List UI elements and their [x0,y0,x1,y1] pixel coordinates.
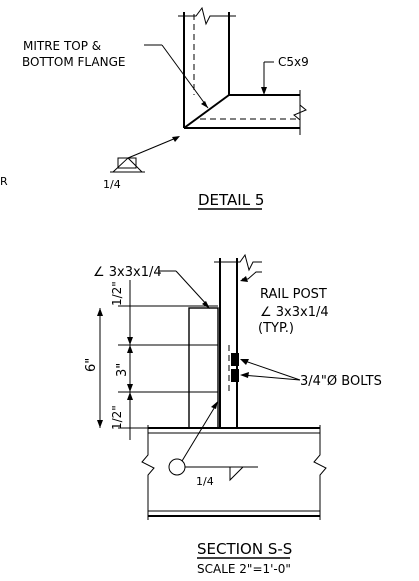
bolt-leader-arrow-upper [240,359,249,365]
dim-arrow-a [127,337,133,345]
edge-fragment-text: R [0,175,8,188]
weld-size-detail5: 1/4 [103,178,121,191]
rail-post-label-line1: RAIL POST [260,287,327,302]
detail-5-title: DETAIL 5 [198,191,264,209]
bolt-leader-lower [241,374,301,381]
rail-post-leader-arrow [240,276,248,282]
weld-flag-box [117,157,137,169]
channel-leader-arrow [261,87,267,95]
dim-overall-arrow-bottom [97,420,103,428]
angle-leader-arrow [202,301,210,309]
break-mark-right [293,90,307,135]
angle-leader [175,270,209,307]
beam-break-left [141,425,155,520]
mitre-leader-arrow [201,101,208,108]
detail-5: MITRE TOP & BOTTOM FLANGE C5x9 1/4 DETAI… [22,6,309,210]
dim-overall: 6" [84,358,99,372]
weld-size-section: 1/4 [196,475,214,488]
dim-overall-arrow-top [97,308,103,316]
bolt-upper [231,353,239,366]
channel-label: C5x9 [278,55,309,69]
section-weld-fillet [229,466,244,482]
rail-post-break-mark [214,253,262,272]
bolt-lower [231,369,239,382]
section-scale: SCALE 2"=1'-0" [197,562,291,576]
dim-arrow-c [127,345,133,353]
mitre-label-line1: MITRE TOP & [23,39,101,53]
mitre-label-line2: BOTTOM FLANGE [22,55,125,69]
section-weld-arrow [211,401,218,409]
angle-plate [188,307,219,429]
section-s-s: 1/4 ∠ 3x3x1/4 RAIL POST ∠ 3x3x1/4 (TYP.)… [84,253,382,576]
bolt-leader-upper [241,359,301,381]
section-title: SECTION S-S [197,540,292,558]
bolt-leader-arrow-lower [240,372,249,378]
section-weld-leader [181,404,217,462]
beam-break-right [313,425,327,520]
dim-top-half: 1/2" [110,281,124,306]
weld-fillet-symbol [112,157,143,173]
mitre-joint-line [183,94,230,129]
rail-post-label-line2: ∠ 3x3x1/4 [260,305,329,320]
weld-all-around-circle [168,458,186,476]
weld-leader [127,137,177,159]
dim-arrow-b [127,384,133,392]
dim-arrow-d [127,392,133,400]
dim-middle: 3" [115,363,130,377]
mitre-leader [161,44,209,109]
angle-label: ∠ 3x3x1/4 [93,265,162,280]
break-mark-top [178,6,236,26]
weld-leader-arrow [172,136,180,142]
bolts-label: 3/4"Ø BOLTS [300,374,382,389]
dim-bottom-half: 1/2" [110,405,124,430]
rail-post-label-line3: (TYP.) [258,321,294,336]
